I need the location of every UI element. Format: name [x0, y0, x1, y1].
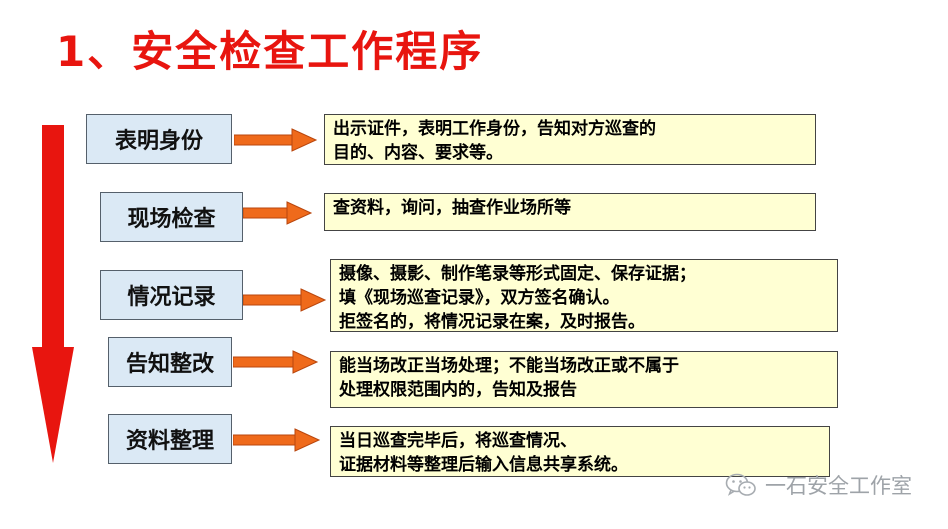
- step-label: 现场检查: [127, 207, 216, 232]
- description-line: 目的、内容、要求等。: [333, 143, 503, 163]
- description-line: 拒签名的，将情况记录在案，及时报告。: [339, 312, 645, 332]
- step-label: 告知整改: [125, 352, 214, 377]
- step-description: 摄像、摄影、制作笔录等形式固定、保存证据； 填《现场巡查记录》，双方签名确认。 …: [330, 259, 838, 332]
- step-box-organize: 资料整理: [108, 414, 232, 464]
- description-line: 查资料，询问，抽查作业场所等: [333, 198, 571, 218]
- step-box-identify: 表明身份: [86, 114, 232, 164]
- description-line: 当日巡查完毕后，将巡查情况、: [339, 431, 577, 451]
- step-arrow: [243, 288, 327, 312]
- step-arrow: [233, 428, 321, 452]
- description-line: 证据材料等整理后输入信息共享系统。: [339, 455, 628, 475]
- step-description: 能当场改正当场处理；不能当场改正或不属于 处理权限范围内的，告知及报告: [330, 351, 838, 408]
- step-arrow: [233, 350, 319, 374]
- step-box-rectify: 告知整改: [108, 337, 232, 387]
- description-line: 能当场改正当场处理；不能当场改正或不属于: [339, 356, 679, 376]
- description-line: 摄像、摄影、制作笔录等形式固定、保存证据；: [339, 264, 696, 284]
- step-box-inspection: 现场检查: [100, 192, 243, 242]
- step-label: 资料整理: [125, 429, 214, 454]
- step-arrow: [243, 201, 313, 225]
- step-label: 情况记录: [127, 285, 216, 310]
- step-label: 表明身份: [114, 129, 203, 154]
- description-line: 处理权限范围内的，告知及报告: [339, 380, 577, 400]
- step-box-record: 情况记录: [100, 270, 243, 320]
- step-description: 当日巡查完毕后，将巡查情况、 证据材料等整理后输入信息共享系统。: [330, 426, 830, 477]
- step-description: 查资料，询问，抽查作业场所等: [324, 193, 816, 231]
- description-line: 出示证件，表明工作身份，告知对方巡查的: [333, 119, 656, 139]
- watermark-text: 一石安全工作室: [765, 474, 912, 498]
- watermark: 一石安全工作室: [725, 470, 912, 500]
- description-line: 填《现场巡查记录》，双方签名确认。: [339, 288, 620, 308]
- step-description: 出示证件，表明工作身份，告知对方巡查的 目的、内容、要求等。: [324, 114, 816, 165]
- wechat-icon: [725, 473, 756, 496]
- process-direction-arrow: [32, 125, 74, 463]
- step-arrow: [234, 128, 318, 152]
- page-title: 1、安全检查工作程序: [56, 27, 484, 76]
